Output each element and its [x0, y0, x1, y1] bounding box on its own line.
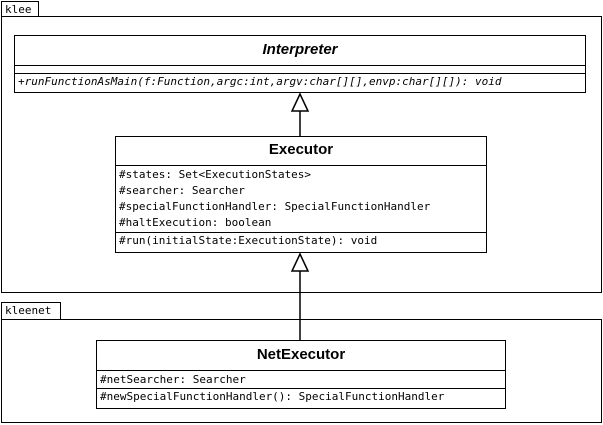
operations-compartment: #newSpecialFunctionHandler(): SpecialFun… — [97, 389, 505, 405]
package-tab-kleenet: kleenet — [1, 302, 61, 320]
attributes-compartment: #netSearcher: Searcher — [97, 371, 505, 389]
generalization-executor-to-interpreter — [290, 92, 310, 136]
attribute-net-searcher: #netSearcher: Searcher — [100, 373, 246, 386]
operation-run-function-as-main: +runFunctionAsMain(f:Function,argc:int,a… — [18, 75, 502, 88]
generalization-arrowhead — [290, 252, 310, 272]
operations-compartment: +runFunctionAsMain(f:Function,argc:int,a… — [15, 74, 585, 90]
attributes-compartment: #states: Set<ExecutionStates> #searcher:… — [116, 166, 486, 233]
class-executor[interactable]: Executor #states: Set<ExecutionStates> #… — [115, 136, 487, 253]
class-name-netexecutor: NetExecutor — [97, 341, 505, 371]
operation-new-special-function-handler: #newSpecialFunctionHandler(): SpecialFun… — [100, 390, 445, 403]
generalization-arrowhead — [290, 92, 310, 112]
attributes-compartment — [15, 66, 585, 74]
class-name-executor: Executor — [116, 137, 486, 166]
package-label-kleenet: kleenet — [5, 304, 52, 317]
generalization-netexecutor-to-executor — [290, 252, 310, 340]
package-label-klee: klee — [5, 3, 32, 16]
class-netexecutor[interactable]: NetExecutor #netSearcher: Searcher #newS… — [96, 340, 506, 409]
class-name-interpreter: Interpreter — [15, 36, 585, 66]
attribute-special-function-handler: #specialFunctionHandler: SpecialFunction… — [119, 200, 431, 213]
operation-run: #run(initialState:ExecutionState): void — [119, 234, 378, 247]
class-interpreter[interactable]: Interpreter +runFunctionAsMain(f:Functio… — [14, 35, 586, 93]
operations-compartment: #run(initialState:ExecutionState): void — [116, 233, 486, 249]
package-tab-klee: klee — [1, 1, 39, 17]
attribute-halt-execution: #haltExecution: boolean — [119, 216, 272, 229]
attribute-states: #states: Set<ExecutionStates> — [119, 168, 312, 181]
attribute-searcher: #searcher: Searcher — [119, 184, 245, 197]
